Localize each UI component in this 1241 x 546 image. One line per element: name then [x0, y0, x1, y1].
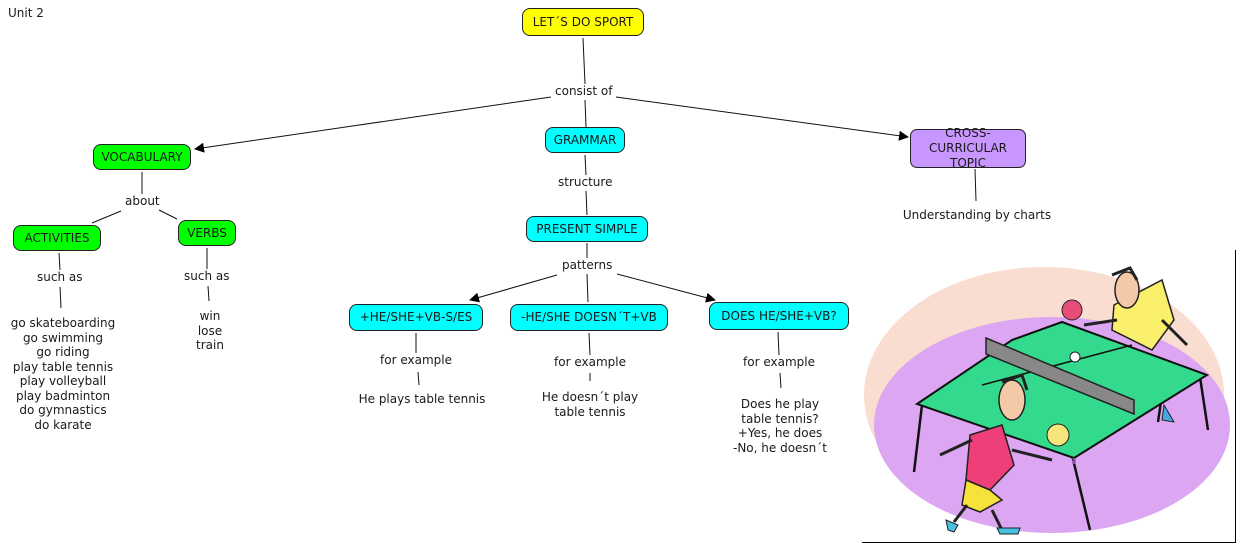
line-cross-understanding [974, 168, 977, 202]
link-question-example: for example [741, 355, 817, 369]
near-player [939, 373, 1070, 535]
line-about-activities [91, 210, 122, 224]
link-verbs-such-as: such as [182, 269, 232, 283]
link-consist-of: consist of [553, 84, 615, 98]
line-to-negative [586, 273, 589, 303]
link-about: about [123, 194, 162, 208]
negative-example-line: table tennis [554, 404, 626, 419]
line-activities-suchas [58, 252, 61, 271]
link-affirmative-example: for example [378, 353, 454, 367]
near-player-paddle [1046, 423, 1070, 447]
far-player-paddle [1061, 299, 1083, 321]
negative-example-line: He doesn´t play [541, 390, 639, 404]
table-tennis-illustration [864, 266, 1230, 535]
line-q-example [777, 331, 780, 356]
concept-affirmative[interactable]: +HE/SHE+VB-S/ES [349, 304, 483, 331]
line-root-consistof [582, 37, 586, 85]
line-grammar-structure [584, 154, 587, 176]
line-suchas-verbslist [207, 285, 210, 302]
activity-item: go riding [36, 345, 90, 359]
activity-item: play badminton [15, 388, 111, 403]
link-activities-such-as: such as [35, 270, 85, 284]
concept-present-simple[interactable]: PRESENT SIMPLE [526, 216, 648, 242]
arrow-to-vocabulary [194, 96, 552, 153]
concept-question[interactable]: DOES HE/SHE+VB? [709, 302, 849, 330]
line-structure-present [585, 190, 588, 216]
arrow-to-affirmative [469, 274, 558, 303]
concept-grammar[interactable]: GRAMMAR [545, 127, 625, 153]
verb-item: win [199, 309, 221, 323]
activity-item: do karate [34, 417, 92, 432]
illustration-frame-right [1235, 250, 1236, 543]
concept-activities[interactable]: ACTIVITIES [13, 225, 101, 251]
activity-item: go swimming [22, 330, 104, 345]
illustration-frame-bottom [862, 542, 1236, 543]
unit-label: Unit 2 [8, 6, 44, 20]
cross-curricular-text: Understanding by charts [902, 208, 1052, 222]
activity-item: do gymnastics [19, 403, 107, 417]
line-about-verbs [158, 209, 178, 220]
arrow-to-cross-curricular [615, 96, 909, 141]
line-q-example-text [779, 372, 782, 389]
concept-negative[interactable]: -HE/SHE DOESN´T+VB [510, 304, 668, 331]
far-player [1061, 266, 1189, 423]
link-patterns: patterns [560, 258, 615, 272]
link-negative-example: for example [552, 355, 628, 369]
question-example-line: +Yes, he does [737, 426, 823, 440]
link-structure: structure [556, 175, 615, 189]
activity-item: play volleyball [19, 374, 107, 388]
question-example-line: table tennis? [741, 411, 819, 426]
verb-item: train [196, 338, 224, 352]
activity-item: go skateboarding [10, 316, 116, 330]
arrow-to-question [616, 273, 716, 303]
activity-item: play table tennis [12, 359, 114, 374]
affirmative-example-text: He plays table tennis [358, 392, 486, 406]
line-aff-example-text [417, 371, 420, 386]
line-suchas-list [59, 286, 62, 309]
line-neg-example [588, 332, 591, 356]
ball [1069, 351, 1081, 363]
concept-cross-curricular[interactable]: CROSS-CURRICULAR TOPIC [910, 126, 1026, 170]
line-to-grammar [584, 99, 587, 128]
question-example-line: Does he play [740, 397, 820, 411]
verb-item: lose [197, 323, 223, 338]
table-centerline [981, 344, 1133, 386]
concept-root[interactable]: LET´S DO SPORT [522, 8, 644, 36]
question-example-line: -No, he doesn´t [733, 440, 827, 455]
table-net [985, 336, 1135, 416]
concept-vocabulary[interactable]: VOCABULARY [93, 144, 191, 170]
concept-verbs[interactable]: VERBS [178, 220, 236, 246]
